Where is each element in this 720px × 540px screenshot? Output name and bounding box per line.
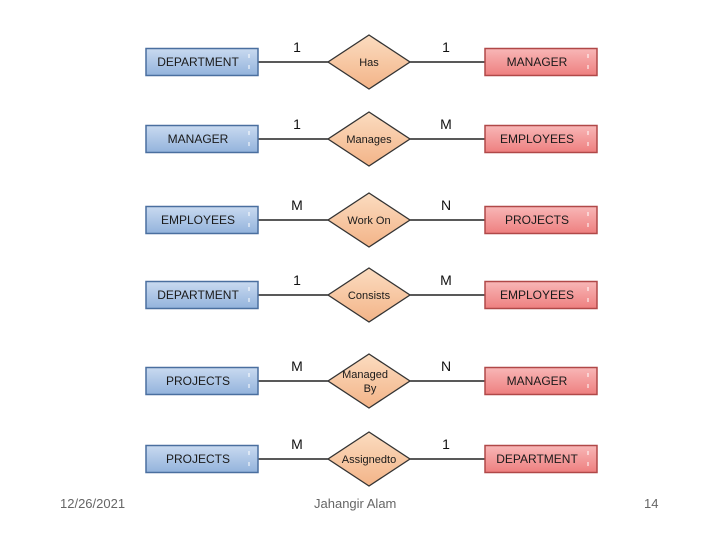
relationship-diamond bbox=[326, 353, 412, 409]
footer-date: 12/26/2021 bbox=[60, 496, 126, 511]
entity-label-left: PROJECTS bbox=[166, 374, 230, 388]
entity-label-left: MANAGER bbox=[168, 132, 229, 146]
entity-label-left: EMPLOYEES bbox=[161, 213, 235, 227]
relationship-diamond bbox=[326, 34, 412, 90]
relationship-label: Managed bbox=[342, 369, 388, 381]
cardinality-right: N bbox=[441, 358, 451, 374]
entity-label-right: PROJECTS bbox=[505, 213, 569, 227]
entity-box-left bbox=[145, 444, 259, 474]
cardinality-left: M bbox=[291, 358, 303, 374]
cardinality-left: 1 bbox=[293, 272, 301, 288]
entity-label-right: DEPARTMENT bbox=[496, 452, 578, 466]
entity-box-right bbox=[484, 444, 598, 474]
cardinality-right: 1 bbox=[442, 39, 450, 55]
entity-box-left bbox=[145, 366, 259, 396]
entity-label-left: DEPARTMENT bbox=[157, 55, 239, 69]
relationship-label: Consists bbox=[348, 290, 391, 302]
cardinality-left: M bbox=[291, 197, 303, 213]
entity-box-right bbox=[484, 124, 598, 154]
entity-label-right: MANAGER bbox=[507, 55, 568, 69]
entity-box-left bbox=[145, 47, 259, 77]
cardinality-left: 1 bbox=[293, 39, 301, 55]
relationship-label: Assignedto bbox=[342, 454, 396, 466]
cardinality-right: 1 bbox=[442, 436, 450, 452]
cardinality-right: M bbox=[440, 272, 452, 288]
entity-box-right bbox=[484, 280, 598, 310]
entity-box-left bbox=[145, 205, 259, 235]
entity-box-right bbox=[484, 47, 598, 77]
entity-label-left: PROJECTS bbox=[166, 452, 230, 466]
entity-label-left: DEPARTMENT bbox=[157, 288, 239, 302]
relationship-diamond bbox=[326, 431, 412, 487]
entity-box-right bbox=[484, 205, 598, 235]
cardinality-right: M bbox=[440, 116, 452, 132]
relationship-label: Work On bbox=[347, 215, 390, 227]
relationship-label: Manages bbox=[346, 134, 392, 146]
entity-box-right bbox=[484, 366, 598, 396]
cardinality-right: N bbox=[441, 197, 451, 213]
cardinality-left: 1 bbox=[293, 116, 301, 132]
entity-box-left bbox=[145, 280, 259, 310]
entity-label-right: EMPLOYEES bbox=[500, 288, 574, 302]
relationship-diamond bbox=[326, 111, 412, 167]
entity-label-right: EMPLOYEES bbox=[500, 132, 574, 146]
relationship-label: By bbox=[364, 383, 377, 395]
cardinality-left: M bbox=[291, 436, 303, 452]
relationship-diamond bbox=[326, 267, 412, 323]
entity-box-left bbox=[145, 124, 259, 154]
relationship-label: Has bbox=[359, 57, 379, 69]
footer-author: Jahangir Alam bbox=[314, 496, 397, 511]
footer-page-number: 14 bbox=[644, 496, 659, 511]
relationship-diamond bbox=[326, 192, 412, 248]
entity-label-right: MANAGER bbox=[507, 374, 568, 388]
